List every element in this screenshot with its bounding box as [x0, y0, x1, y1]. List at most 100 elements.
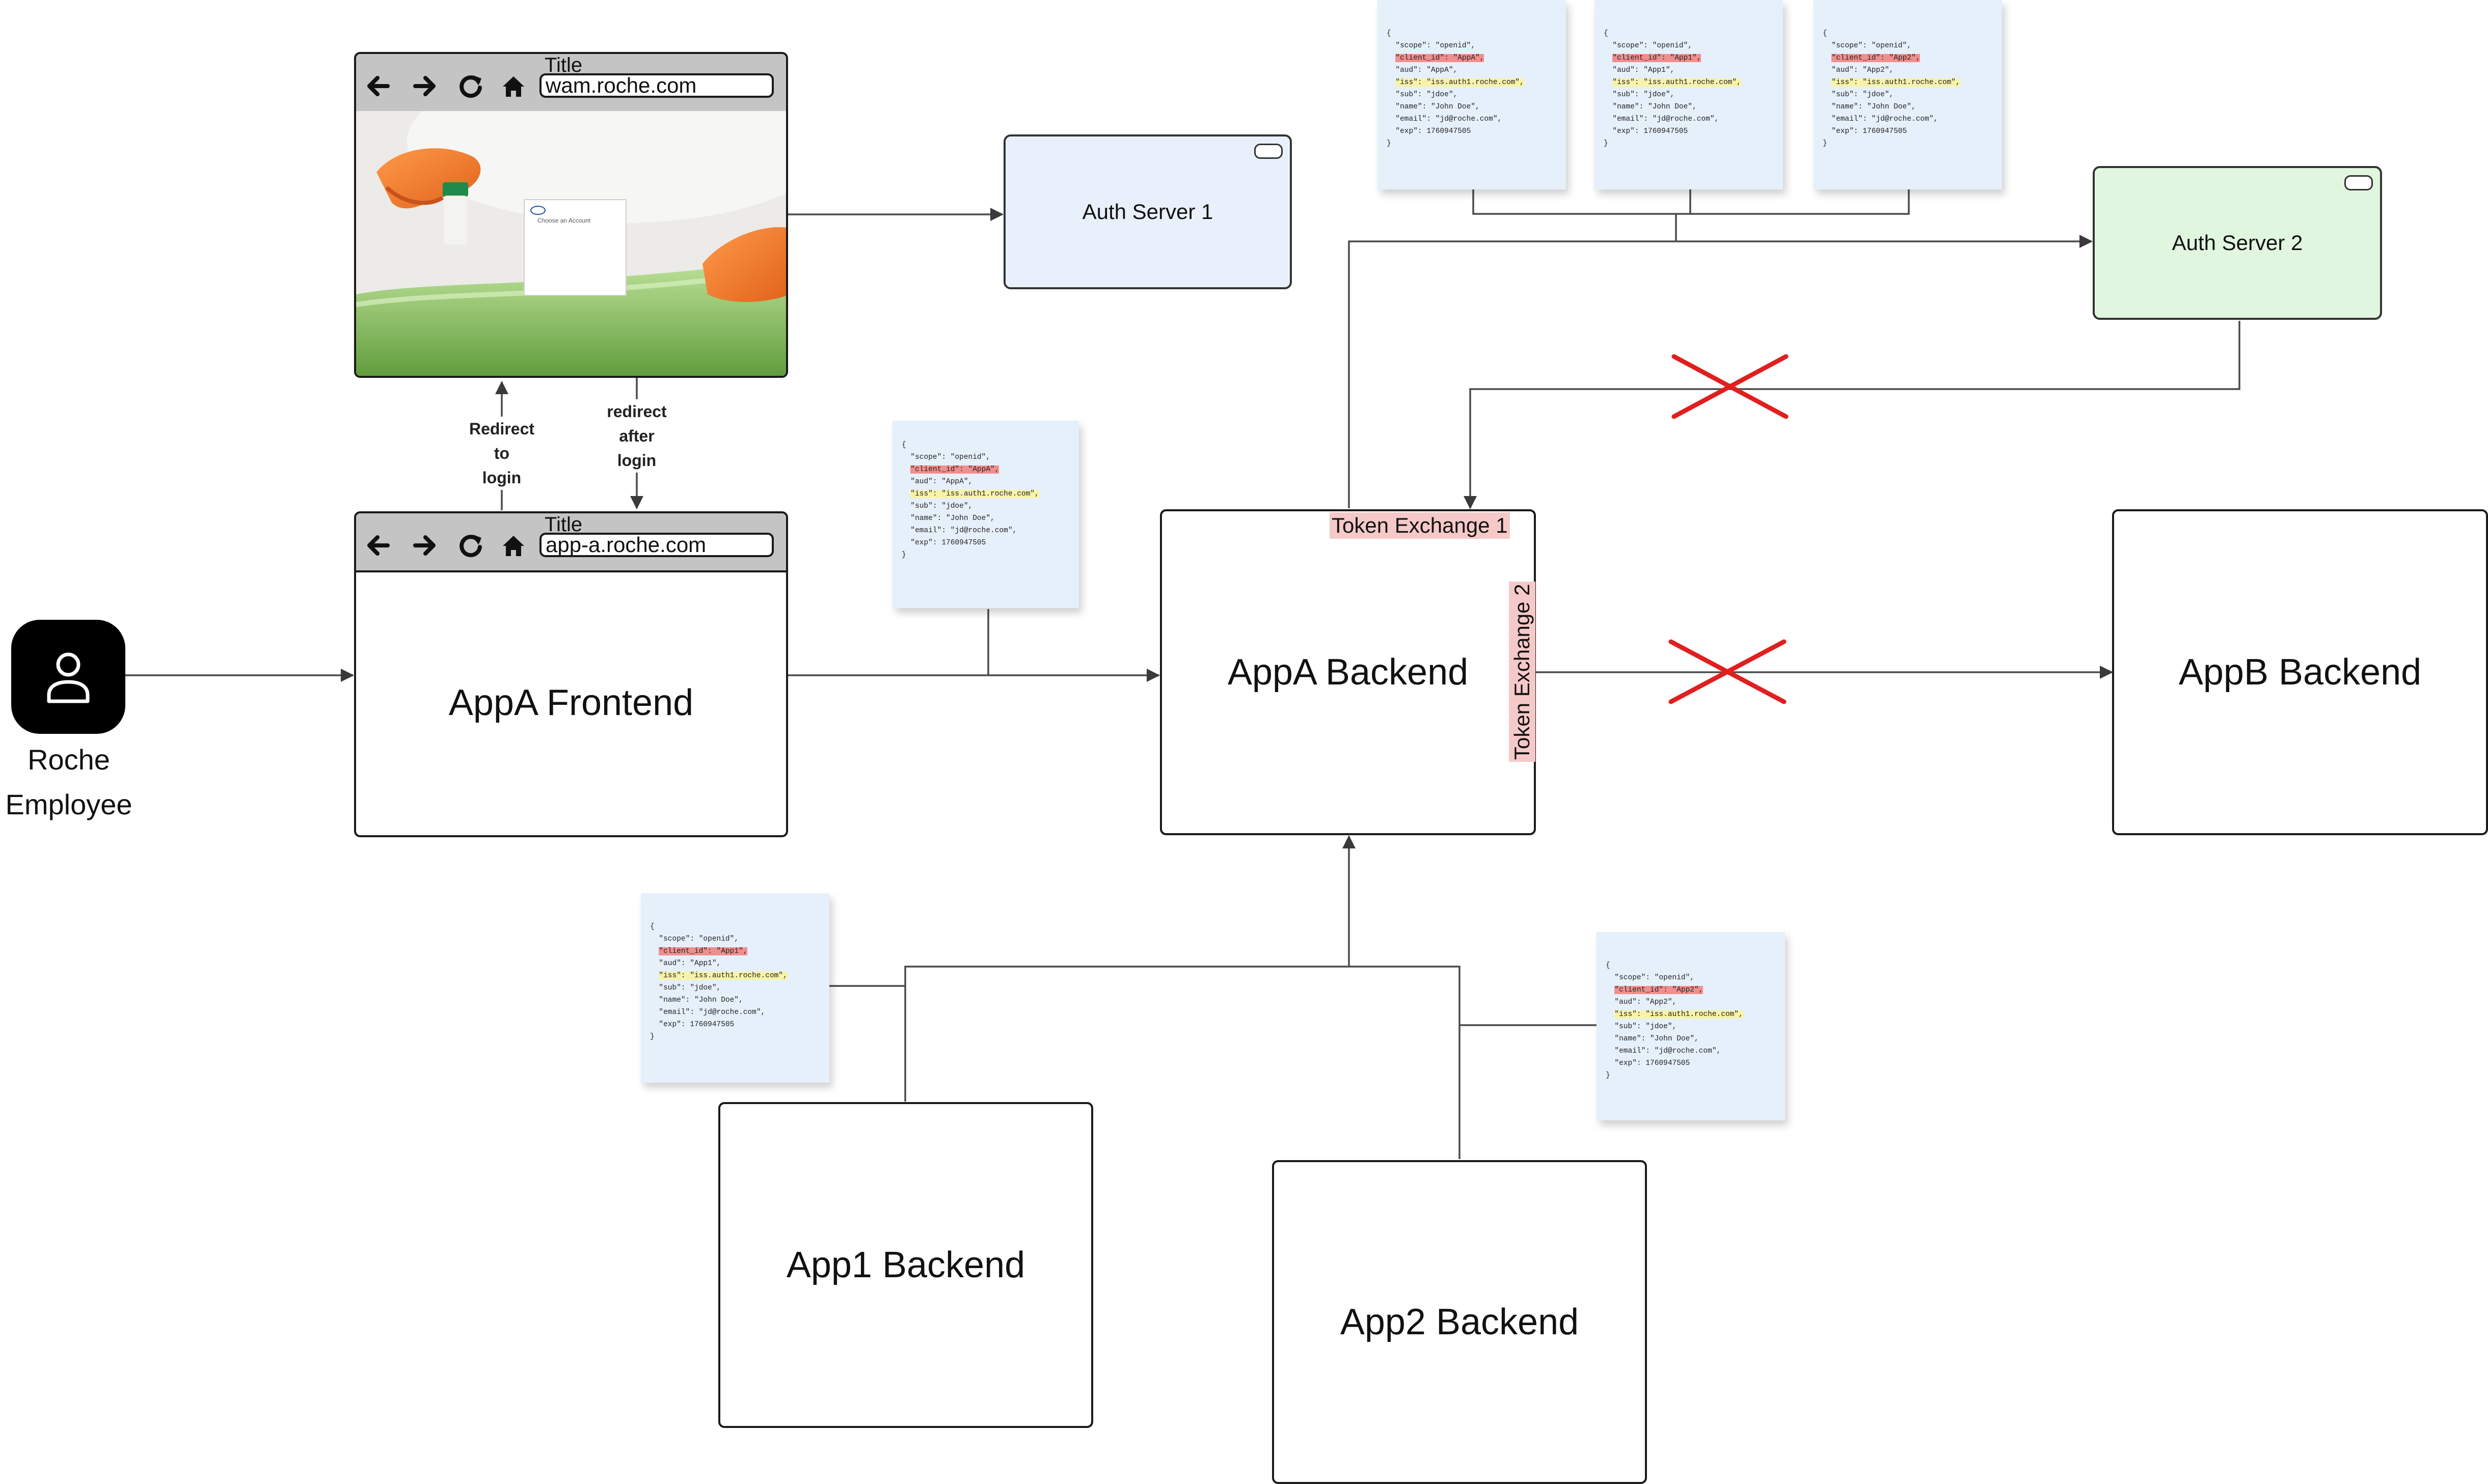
note-line: "scope": "openid", [1823, 40, 1997, 52]
flow-label-line: login [482, 469, 522, 487]
reload-icon[interactable] [456, 531, 485, 560]
claim-exp: "exp": 1760947505 [1831, 127, 1907, 135]
token-note-app1: { "scope": "openid", "client_id": "App1"… [641, 893, 829, 1083]
claim-email: "email": "jd@roche.com", [910, 527, 1017, 535]
actor-label: Roche Employee [0, 737, 138, 827]
claim-aud: "aud": "AppA", [910, 478, 973, 486]
claim-iss: "iss": "iss.auth1.roche.com", [910, 490, 1039, 498]
claim-email: "email": "jd@roche.com", [659, 1008, 766, 1016]
app2-backend-label: App2 Backend [1340, 1302, 1579, 1342]
claim-scope: "scope": "openid", [1831, 42, 1912, 50]
claim-aud: "aud": "App2", [1831, 66, 1894, 74]
note-line: "client_id": "App2", [1823, 52, 1997, 64]
flow-label-line: to [494, 444, 510, 462]
note-brace-open: { [1604, 30, 1608, 38]
note-line: "client_id": "App2", [1606, 984, 1780, 996]
token-note-appa-frontend: { "scope": "openid", "client_id": "AppA"… [893, 421, 1079, 608]
note-line: "email": "jd@roche.com", [1387, 113, 1561, 125]
note-line: "client_id": "App1", [650, 945, 824, 957]
claim-email: "email": "jd@roche.com", [1614, 1047, 1721, 1055]
photo-illustration [356, 111, 786, 376]
app1-backend: App1 Backend [718, 1102, 1093, 1428]
person-icon [11, 620, 125, 734]
note-line: "aud": "App2", [1606, 996, 1780, 1008]
claim-iss: "iss": "iss.auth1.roche.com", [1612, 78, 1741, 87]
claim-client-id: "client_id": "App1", [1612, 54, 1701, 62]
note-line: "sub": "jdoe", [650, 982, 824, 994]
browser-title: Title [545, 54, 583, 76]
note-line: "scope": "openid", [650, 933, 824, 945]
claim-aud: "aud": "App1", [659, 959, 721, 968]
note-brace-open: { [1606, 961, 1610, 970]
flow-label-line: after [619, 427, 655, 445]
redirect-to-login-label: Redirect to login [456, 417, 548, 490]
claim-client-id: "client_id": "App1", [659, 947, 748, 955]
claim-scope: "scope": "openid", [1395, 42, 1476, 50]
note-line: "email": "jd@roche.com", [1606, 1045, 1780, 1057]
note-line: "name": "John Doe", [1387, 101, 1561, 113]
note-line: "client_id": "AppA", [1387, 52, 1561, 64]
blocked-marker-auth2-return [1671, 354, 1789, 419]
note-line: "iss": "iss.auth1.roche.com", [1606, 1008, 1780, 1021]
appa-frontend-content: AppA Frontend [356, 570, 786, 835]
note-brace-close: } [1606, 1071, 1610, 1080]
note-brace-open: { [1387, 30, 1391, 38]
back-arrow-icon[interactable] [363, 71, 393, 101]
auth-server-1-label: Auth Server 1 [1082, 200, 1213, 224]
claim-sub: "sub": "jdoe", [659, 984, 721, 992]
server-indicator [2344, 175, 2373, 190]
claim-sub: "sub": "jdoe", [1395, 91, 1458, 99]
home-icon[interactable] [499, 531, 528, 560]
claim-name: "name": "John Doe", [1395, 103, 1480, 111]
connector-auth2-to-appa [1464, 321, 2240, 509]
claim-scope: "scope": "openid", [1612, 42, 1693, 50]
auth-server-2-label: Auth Server 2 [2172, 231, 2303, 255]
browser-url-field[interactable]: app-a.roche.com [539, 533, 774, 557]
note-line: "scope": "openid", [1387, 40, 1561, 52]
note-line: "sub": "jdoe", [1823, 89, 1997, 101]
token-note-app2: { "scope": "openid", "client_id": "App2"… [1597, 932, 1785, 1120]
appa-frontend-window: Title app-a.roche.com AppA Frontend [354, 511, 788, 837]
app1-backend-label: App1 Backend [786, 1245, 1025, 1285]
claim-exp: "exp": 1760947505 [910, 539, 986, 547]
note-line: "exp": 1760947505 [650, 1019, 824, 1031]
home-icon[interactable] [499, 71, 528, 101]
forward-arrow-icon[interactable] [410, 71, 440, 101]
claim-exp: "exp": 1760947505 [1395, 127, 1471, 135]
appa-backend-label: AppA Backend [1227, 652, 1469, 693]
note-line: "exp": 1760947505 [902, 537, 1074, 549]
blocked-marker-appa-to-appb [1668, 639, 1787, 704]
connector-app2-branch [1349, 966, 1461, 1159]
claim-scope: "scope": "openid", [659, 935, 739, 943]
claim-aud: "aud": "App1", [1612, 66, 1675, 74]
appa-frontend-label: AppA Frontend [448, 682, 694, 723]
note-line: "name": "John Doe", [1606, 1033, 1780, 1045]
claim-scope: "scope": "openid", [1614, 974, 1695, 982]
token-note-top-app2: { "scope": "openid", "client_id": "App2"… [1814, 0, 2002, 189]
forward-arrow-icon[interactable] [410, 531, 440, 560]
claim-sub: "sub": "jdoe", [1831, 91, 1894, 99]
note-line: "name": "John Doe", [1823, 101, 1997, 113]
note-line: "aud": "AppA", [1387, 64, 1561, 76]
token-note-top-appa: { "scope": "openid", "client_id": "AppA"… [1377, 0, 1566, 189]
reload-icon[interactable] [456, 71, 485, 101]
flow-label-line: login [617, 451, 657, 470]
redirect-after-login-label: redirect after login [591, 399, 683, 473]
roche-logo [530, 206, 546, 215]
note-line: "name": "John Doe", [650, 994, 824, 1006]
browser-url-field[interactable]: wam.roche.com [539, 73, 774, 98]
photo-card-text: Choose an Account [537, 217, 591, 224]
roche-employee-actor [11, 620, 127, 734]
note-line: "iss": "iss.auth1.roche.com", [1823, 76, 1997, 89]
claim-iss: "iss": "iss.auth1.roche.com", [1614, 1010, 1743, 1019]
claim-email: "email": "jd@roche.com", [1395, 115, 1502, 123]
note-line: "sub": "jdoe", [1604, 89, 1778, 101]
auth-server-1: Auth Server 1 [1004, 134, 1292, 289]
note-line: "scope": "openid", [1606, 972, 1780, 984]
back-arrow-icon[interactable] [363, 531, 393, 560]
actor-label-line2: Employee [5, 788, 132, 820]
wam-login-photo: Choose an Account [356, 111, 786, 376]
note-brace-close: } [1604, 140, 1608, 148]
claim-exp: "exp": 1760947505 [1612, 127, 1688, 135]
